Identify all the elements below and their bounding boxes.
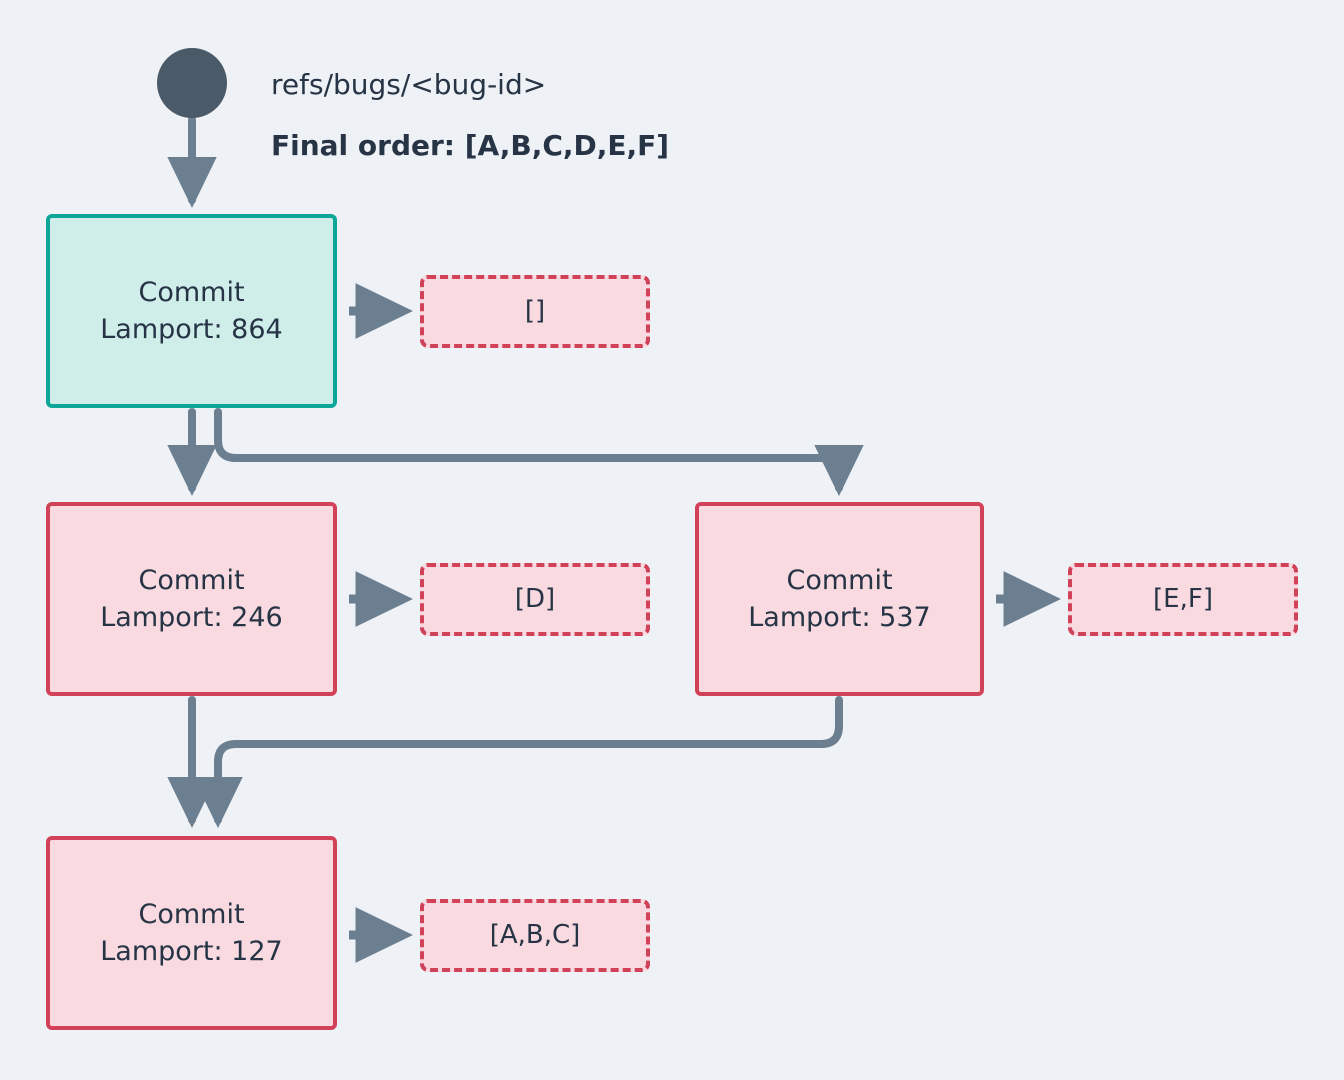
commit-title: Commit: [138, 276, 245, 308]
commit-node-537[interactable]: Commit Lamport: 537: [695, 502, 984, 696]
edge-864-to-537: [214, 408, 864, 496]
commit-title: Commit: [138, 564, 245, 596]
payload-label: [E,F]: [1153, 583, 1213, 614]
commit-node-127[interactable]: Commit Lamport: 127: [46, 836, 337, 1030]
final-order-label: Final order: [A,B,C,D,E,F]: [271, 129, 670, 162]
commit-lamport: Lamport: 864: [100, 314, 283, 345]
commit-lamport: Lamport: 246: [100, 602, 283, 633]
commit-lamport: Lamport: 537: [748, 602, 931, 633]
payload-label: []: [524, 295, 546, 326]
payload-box-537[interactable]: [E,F]: [1068, 563, 1298, 636]
start-node[interactable]: [157, 48, 227, 118]
edge-537-to-127: [193, 696, 843, 828]
commit-title: Commit: [138, 898, 245, 930]
commit-lamport: Lamport: 127: [100, 936, 283, 967]
commit-title: Commit: [786, 564, 893, 596]
commit-node-246[interactable]: Commit Lamport: 246: [46, 502, 337, 696]
commit-node-864[interactable]: Commit Lamport: 864: [46, 214, 337, 408]
payload-label: [D]: [514, 583, 556, 614]
ref-label: refs/bugs/<bug-id>: [271, 68, 547, 101]
payload-box-127[interactable]: [A,B,C]: [420, 899, 650, 972]
payload-box-246[interactable]: [D]: [420, 563, 650, 636]
payload-box-864[interactable]: []: [420, 275, 650, 348]
payload-label: [A,B,C]: [489, 919, 581, 950]
